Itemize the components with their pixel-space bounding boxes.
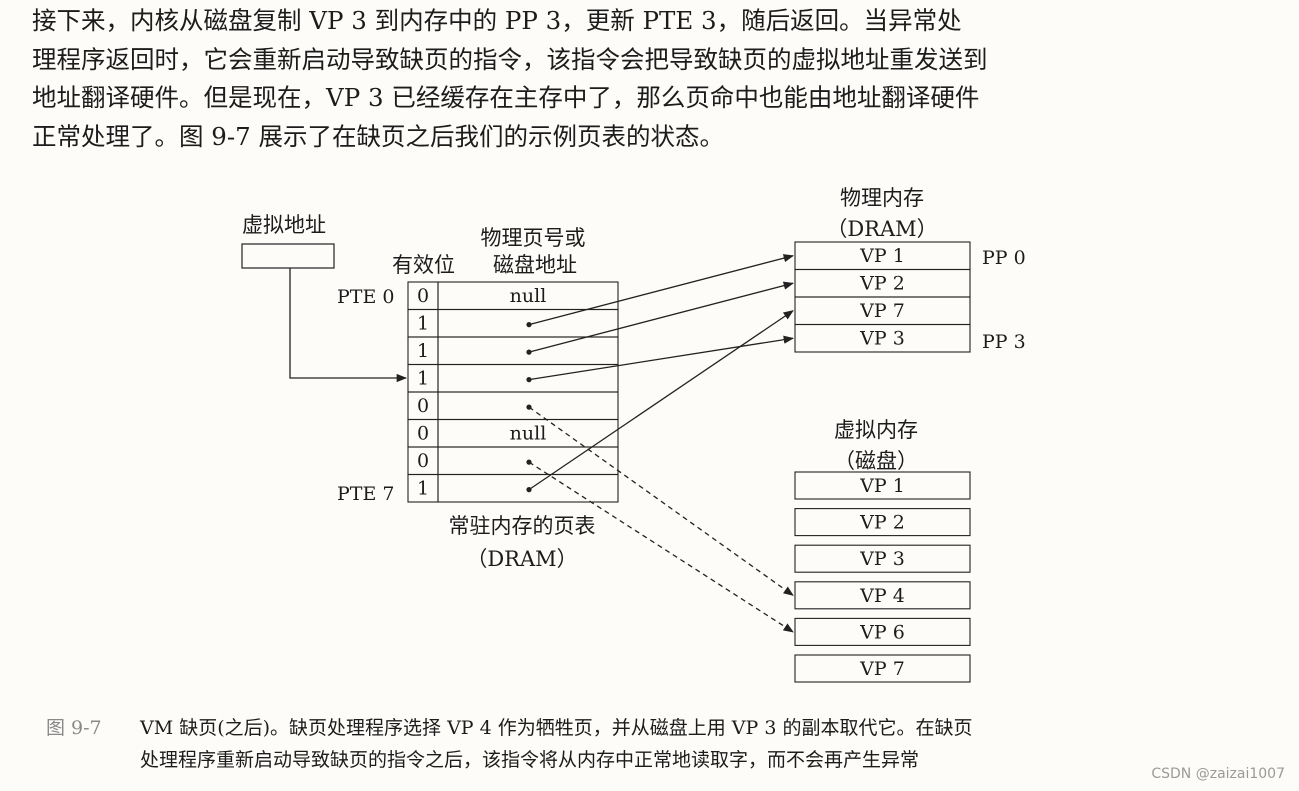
pte-valid-bit: 1 xyxy=(417,478,429,500)
caption-line-2: 处理程序重新启动导致缺页的指令之后，该指令将从内存中正常地读取字，而不会再产生异… xyxy=(140,749,920,771)
disk-page-cell xyxy=(794,654,971,683)
pte7-label: PTE 7 xyxy=(337,483,394,505)
virtual-address-box xyxy=(241,243,335,269)
pte-valid-bit: 0 xyxy=(417,450,429,472)
disk-page-cell xyxy=(794,581,971,610)
disk-page-label: VP 7 xyxy=(859,658,905,680)
physical-memory-subtitle: （DRAM） xyxy=(826,217,937,241)
disk-page-label: VP 6 xyxy=(859,621,905,643)
paragraph-line-4: 正常处理了。图 9-7 展示了在缺页之后我们的示例页表的状态。 xyxy=(32,121,725,151)
pte-null-entry: null xyxy=(510,423,547,445)
disk-page-cell xyxy=(794,544,971,573)
valid-bit-header: 有效位 xyxy=(392,253,455,277)
physical-page-label: VP 2 xyxy=(859,273,905,295)
pte-valid-bit: 0 xyxy=(417,395,429,417)
page-table: 0 null 1 1 1 0 0 null 0 1 xyxy=(407,281,619,503)
memory-pointer-arrow xyxy=(528,281,795,353)
disk-page-label: VP 4 xyxy=(859,585,905,607)
mapping-arrows xyxy=(526,254,795,633)
paragraph-line-3: 地址翻译硬件。但是现在，VP 3 已经缓存在主存中了，那么页命中也能由地址翻译硬… xyxy=(32,83,980,112)
pte-valid-bit: 0 xyxy=(417,423,429,445)
caption-line-1: VM 缺页(之后)。缺页处理程序选择 VP 4 作为牺牲页，并从磁盘上用 VP … xyxy=(140,717,973,739)
disk-pointer-arrow xyxy=(528,406,794,596)
pp0-label: PP 0 xyxy=(982,247,1026,269)
paragraph-line-1: 接下来，内核从磁盘复制 VP 3 到内存中的 PP 3，更新 PTE 3，随后返… xyxy=(32,6,962,35)
memory-pointer-arrow xyxy=(528,335,795,381)
virtual-address-arrow xyxy=(289,268,408,383)
pte-valid-bit: 1 xyxy=(417,340,429,362)
page-table-subtitle: （DRAM） xyxy=(466,547,577,571)
physical-page-label: VP 3 xyxy=(859,328,905,350)
ppn-header-line2: 磁盘地址 xyxy=(493,253,577,277)
disk-page-cell xyxy=(794,617,971,646)
pte0-label: PTE 0 xyxy=(337,286,394,308)
pte-valid-bit: 1 xyxy=(417,313,429,335)
page-table-title: 常驻内存的页表 xyxy=(449,514,596,538)
disk-page-label: VP 2 xyxy=(859,512,905,534)
ppn-header-line1: 物理页号或 xyxy=(481,226,586,250)
virtual-memory-subtitle: （磁盘） xyxy=(834,449,918,473)
virtual-memory: VP 1 VP 2 VP 3 VP 4 VP 6 VP 7 xyxy=(794,471,971,683)
physical-memory-title: 物理内存 xyxy=(840,186,924,210)
pte-valid-bit: 0 xyxy=(417,285,429,307)
pte-valid-bit: 1 xyxy=(417,368,429,390)
disk-page-label: VP 1 xyxy=(859,475,905,497)
body-paragraph: 接下来，内核从磁盘复制 VP 3 到内存中的 PP 3，更新 PTE 3，随后返… xyxy=(32,2,1262,156)
disk-page-label: VP 3 xyxy=(859,548,905,570)
pte-entry-cell xyxy=(437,473,619,503)
pte-null-entry: null xyxy=(510,285,547,307)
disk-page-cell xyxy=(794,508,971,537)
memory-pointer-arrow xyxy=(528,254,795,326)
physical-memory: VP 1 VP 2 VP 7 VP 3 xyxy=(794,241,971,353)
physical-page-label: VP 1 xyxy=(859,245,905,267)
watermark: CSDN @zaizai1007 xyxy=(1151,766,1285,782)
caption-number: 图 9-7 xyxy=(46,717,102,739)
virtual-memory-title: 虚拟内存 xyxy=(834,418,918,442)
paragraph-line-2: 理程序返回时，它会重新启动导致缺页的指令，该指令会把导致缺页的虚拟地址重发送到 xyxy=(32,44,988,74)
physical-page-label: VP 7 xyxy=(859,300,905,322)
physical-page-cell xyxy=(794,323,971,353)
figure-caption: 图 9-7 VM 缺页(之后)。缺页处理程序选择 VP 4 作为牺牲页，并从磁盘上… xyxy=(46,712,1246,776)
disk-pointer-arrow xyxy=(528,461,794,633)
pp3-label: PP 3 xyxy=(982,331,1026,353)
memory-pointer-arrow xyxy=(528,310,794,491)
disk-page-cell xyxy=(794,471,971,500)
virtual-address-label: 虚拟地址 xyxy=(242,213,326,237)
